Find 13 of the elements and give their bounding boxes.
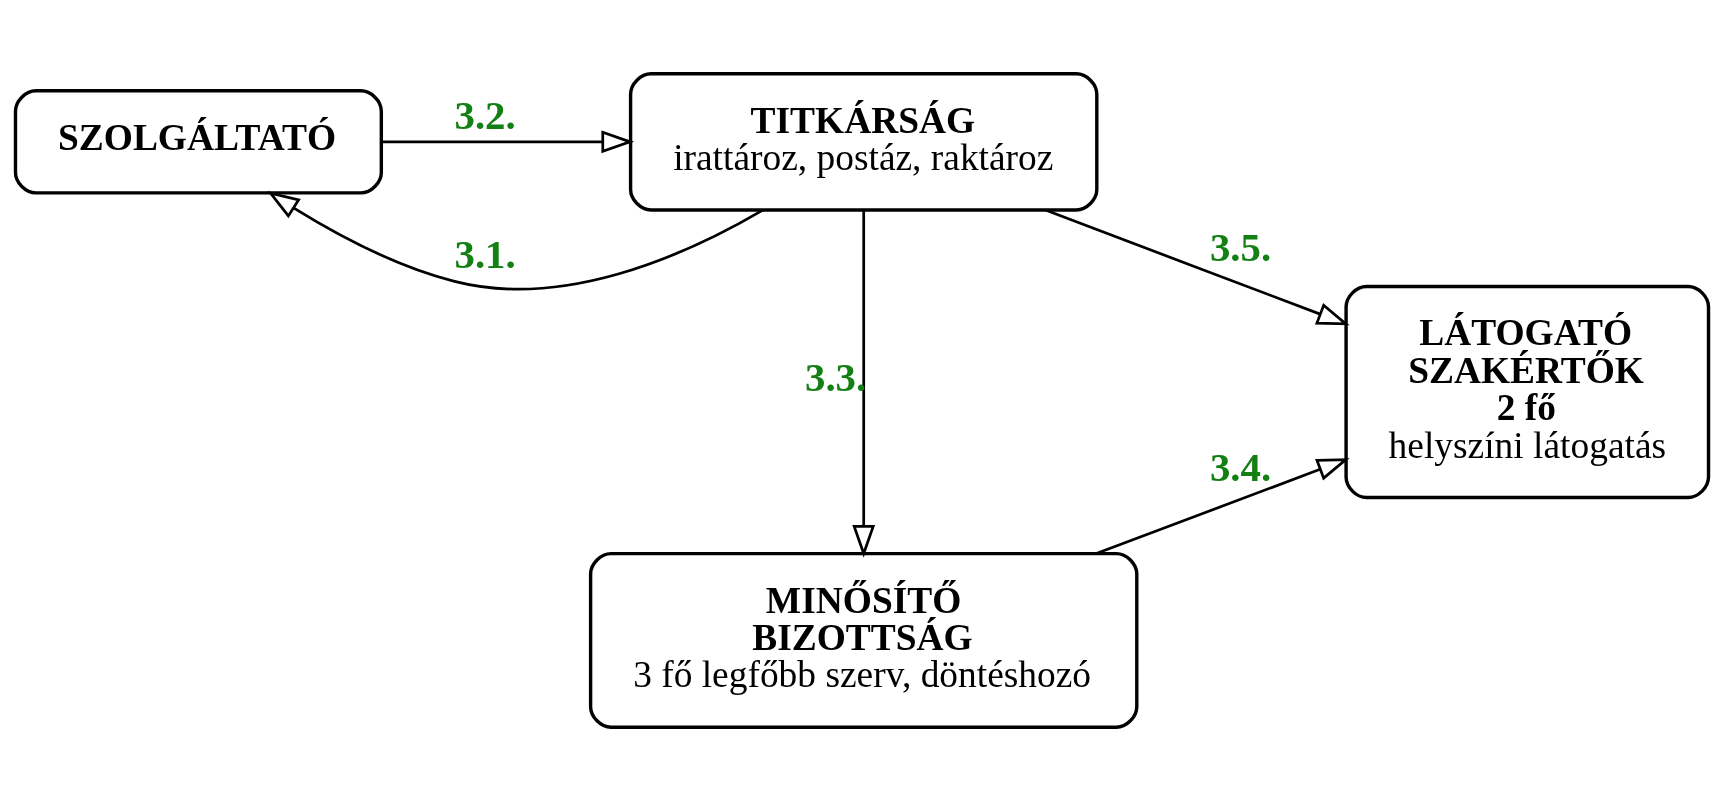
edge-label: 3.5. bbox=[1209, 225, 1272, 271]
node-box: MINŐSÍTŐ BIZOTTSÁG 3 fő legfőbb szerv, döntéshozó bbox=[588, 551, 1139, 729]
edge-label: 3.4. bbox=[1209, 444, 1272, 490]
arrow bbox=[1044, 208, 1350, 326]
node-box: TITKÁRSÁG irattároz, postáz, raktároz bbox=[628, 72, 1099, 212]
node-box: SZOLGÁLTATÓ bbox=[13, 89, 383, 195]
edge-label: 3.2. bbox=[454, 92, 516, 138]
arrow bbox=[381, 130, 635, 154]
node-box: LÁTOGATÓ SZAKÉRTŐK 2 fő helyszíni látogatás bbox=[1344, 284, 1711, 500]
arrow bbox=[852, 210, 876, 558]
arrow bbox=[267, 190, 764, 291]
arrow bbox=[1095, 458, 1350, 555]
edge-label: 3.1. bbox=[454, 232, 516, 278]
